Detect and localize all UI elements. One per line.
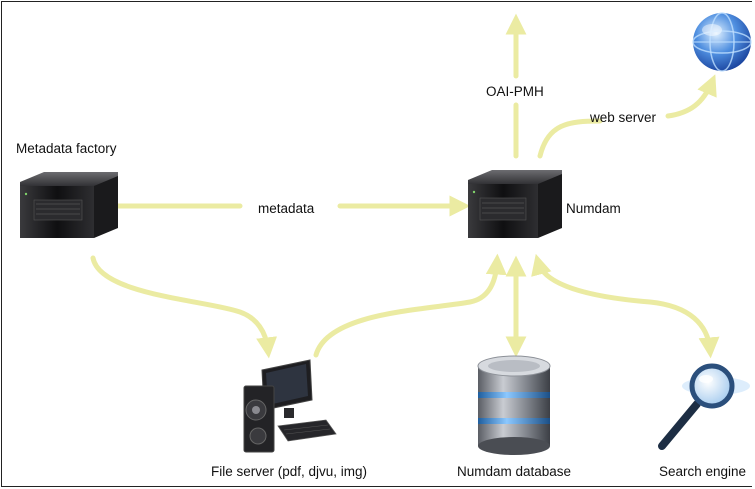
server-icon: [20, 172, 118, 238]
server-icon: [468, 170, 562, 238]
metadata-factory-node: Metadata factory: [16, 141, 118, 238]
search-engine-label: Search engine: [659, 464, 746, 479]
numdam-label: Numdam: [566, 201, 621, 216]
numdam-database-node: Numdam database: [457, 355, 571, 479]
web-node: [692, 12, 752, 72]
edge-label-web-server: web server: [589, 110, 657, 125]
magnifier-icon: [658, 363, 750, 450]
database-icon: [477, 355, 551, 455]
arrow-fileserver-to-numdam: [313, 253, 507, 358]
arrow-factory-to-fileserver: [90, 255, 278, 359]
workstation-icon: [243, 359, 337, 453]
arrow-web-server-end: [665, 74, 717, 119]
arrows: [90, 13, 720, 359]
globe-icon: [692, 12, 752, 72]
file-server-label: File server (pdf, djvu, img): [211, 464, 367, 479]
search-engine-node: Search engine: [658, 363, 750, 479]
edge-label-oai-pmh: OAI-PMH: [486, 84, 544, 99]
arrow-web-server: [537, 118, 603, 159]
file-server-node: File server (pdf, djvu, img): [211, 359, 367, 479]
numdam-node: Numdam: [468, 170, 621, 238]
metadata-factory-label: Metadata factory: [16, 141, 117, 156]
arrow-numdam-search-engine: [531, 253, 720, 359]
edge-label-metadata: metadata: [258, 201, 315, 216]
numdam-database-label: Numdam database: [457, 464, 571, 479]
